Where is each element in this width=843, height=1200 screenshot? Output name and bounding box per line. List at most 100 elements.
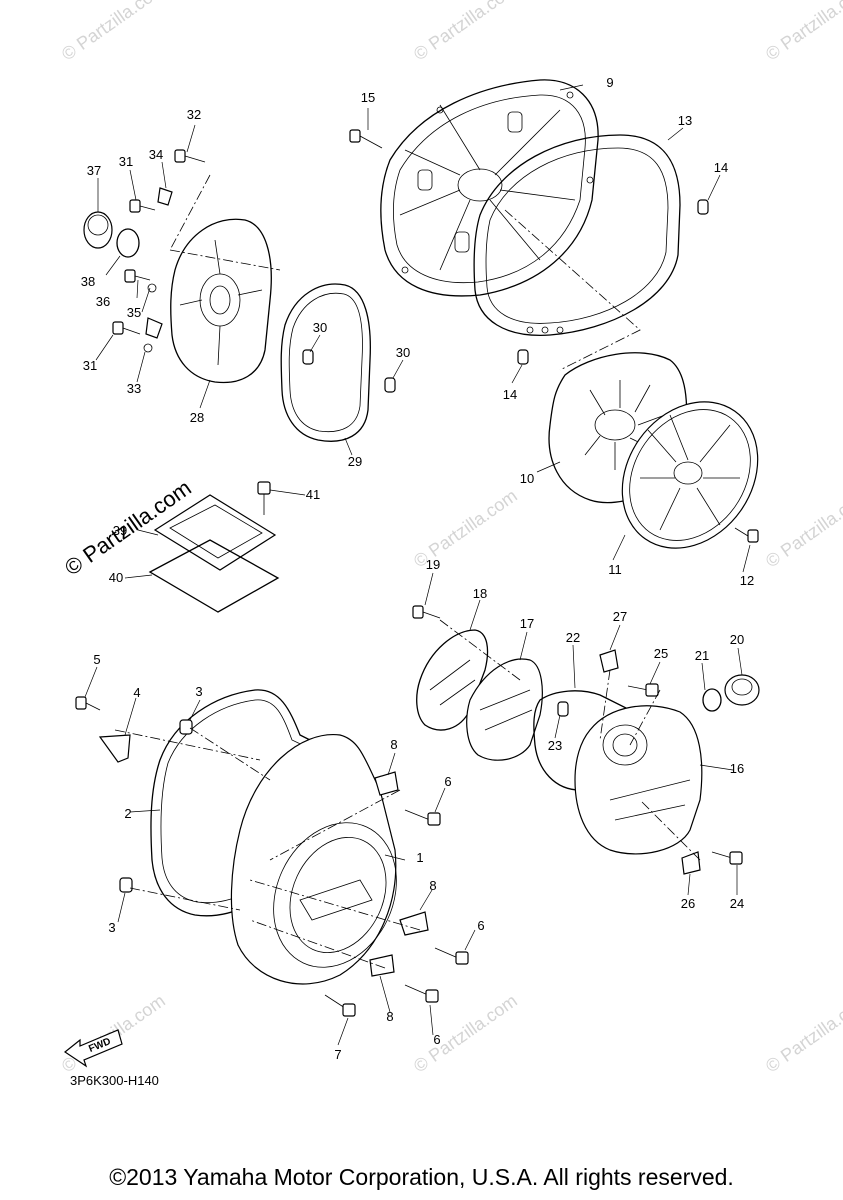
bolt-15 bbox=[349, 129, 383, 149]
bracket-33 bbox=[145, 317, 163, 339]
crankcase-cover-28 bbox=[170, 218, 272, 384]
washer-35 bbox=[147, 283, 157, 293]
callout-39: 39 bbox=[112, 523, 128, 538]
callout-38: 38 bbox=[80, 274, 96, 289]
gasket-18 bbox=[416, 629, 489, 731]
bolt-25 bbox=[627, 683, 659, 697]
pressure-plate-11 bbox=[621, 401, 759, 549]
washer-33 bbox=[143, 343, 153, 353]
bolt-31 bbox=[129, 199, 156, 213]
bolt-32 bbox=[174, 149, 206, 163]
bolt-31 bbox=[112, 321, 141, 335]
bolt-36 bbox=[124, 269, 151, 283]
clutch-cover-9 bbox=[380, 79, 599, 297]
bolt-41 bbox=[257, 481, 271, 515]
callout-3: 3 bbox=[195, 684, 203, 699]
generator-cover-1 bbox=[230, 734, 397, 985]
callout-41: 41 bbox=[305, 487, 321, 502]
callout-6: 6 bbox=[477, 918, 485, 933]
callout-23: 23 bbox=[547, 738, 563, 753]
callout-30: 30 bbox=[395, 345, 411, 360]
cover-39 bbox=[153, 494, 277, 571]
callout-6: 6 bbox=[444, 774, 452, 789]
callout-4: 4 bbox=[133, 685, 141, 700]
bolt-6 bbox=[434, 947, 469, 965]
plug-37 bbox=[83, 211, 113, 249]
bracket-4 bbox=[98, 734, 131, 763]
callout-22: 22 bbox=[565, 630, 581, 645]
fwd-arrow-icon bbox=[63, 1029, 123, 1068]
callout-29: 29 bbox=[347, 454, 363, 469]
dowel-pin-14 bbox=[517, 349, 529, 365]
callout-18: 18 bbox=[472, 586, 488, 601]
callout-3: 3 bbox=[108, 920, 116, 935]
callout-36: 36 bbox=[95, 294, 111, 309]
callout-10: 10 bbox=[519, 471, 535, 486]
callout-7: 7 bbox=[334, 1047, 342, 1062]
bolt-19 bbox=[412, 605, 441, 619]
callout-12: 12 bbox=[739, 573, 755, 588]
callout-2: 2 bbox=[124, 806, 132, 821]
bracket-8 bbox=[369, 954, 395, 977]
o-ring-21 bbox=[702, 688, 722, 712]
cover-16 bbox=[574, 705, 703, 855]
callout-21: 21 bbox=[694, 648, 710, 663]
dowel-pin-23 bbox=[557, 701, 569, 717]
bolt-24 bbox=[711, 851, 743, 865]
callout-14: 14 bbox=[713, 160, 729, 175]
callout-24: 24 bbox=[729, 896, 745, 911]
callout-30: 30 bbox=[312, 320, 328, 335]
callout-8: 8 bbox=[390, 737, 398, 752]
callout-15: 15 bbox=[360, 90, 376, 105]
callout-28: 28 bbox=[189, 410, 205, 425]
dowel-pin-30 bbox=[302, 349, 314, 365]
callout-33: 33 bbox=[126, 381, 142, 396]
callout-35: 35 bbox=[126, 305, 142, 320]
callout-11: 11 bbox=[608, 562, 622, 577]
bracket-8 bbox=[399, 911, 429, 936]
bracket-27 bbox=[599, 649, 619, 673]
callout-5: 5 bbox=[93, 652, 101, 667]
callout-1: 1 bbox=[416, 850, 424, 865]
bracket-26 bbox=[681, 851, 701, 875]
callout-9: 9 bbox=[606, 75, 614, 90]
callout-25: 25 bbox=[653, 646, 669, 661]
bolt-7 bbox=[324, 994, 356, 1017]
callout-13: 13 bbox=[677, 113, 693, 128]
dowel-pin-3 bbox=[179, 719, 193, 735]
callout-34: 34 bbox=[148, 147, 164, 162]
callout-31: 31 bbox=[118, 154, 134, 169]
callout-8: 8 bbox=[429, 878, 437, 893]
callout-40: 40 bbox=[108, 570, 124, 585]
cover-17 bbox=[466, 658, 543, 761]
dowel-pin-3 bbox=[119, 877, 133, 893]
callout-31: 31 bbox=[82, 358, 98, 373]
callout-19: 19 bbox=[425, 557, 441, 572]
callout-27: 27 bbox=[612, 609, 628, 624]
callout-37: 37 bbox=[86, 163, 102, 178]
callout-6: 6 bbox=[433, 1032, 441, 1047]
copyright-notice: ©2013 Yamaha Motor Corporation, U.S.A. A… bbox=[109, 1164, 734, 1190]
plug-20 bbox=[724, 674, 760, 706]
callout-14: 14 bbox=[502, 387, 518, 402]
callout-20: 20 bbox=[729, 632, 745, 647]
bolt-5 bbox=[75, 696, 101, 711]
gasket-29 bbox=[280, 283, 371, 442]
callout-17: 17 bbox=[519, 616, 535, 631]
callout-16: 16 bbox=[729, 761, 745, 776]
bolt-6 bbox=[404, 809, 441, 826]
callout-8: 8 bbox=[386, 1009, 394, 1024]
dowel-pin-30 bbox=[384, 377, 396, 393]
bracket-8 bbox=[374, 771, 399, 796]
callout-32: 32 bbox=[186, 107, 202, 122]
o-ring-38 bbox=[116, 228, 140, 258]
callout-26: 26 bbox=[680, 896, 696, 911]
dowel-pin-14 bbox=[697, 199, 709, 215]
bolt-6 bbox=[404, 984, 439, 1003]
bolt-12 bbox=[734, 527, 759, 543]
gasket-40 bbox=[148, 539, 280, 613]
diagram-code: 3P6K300-H140 bbox=[70, 1073, 159, 1088]
bracket-34 bbox=[157, 187, 173, 206]
gasket-13 bbox=[473, 134, 681, 336]
